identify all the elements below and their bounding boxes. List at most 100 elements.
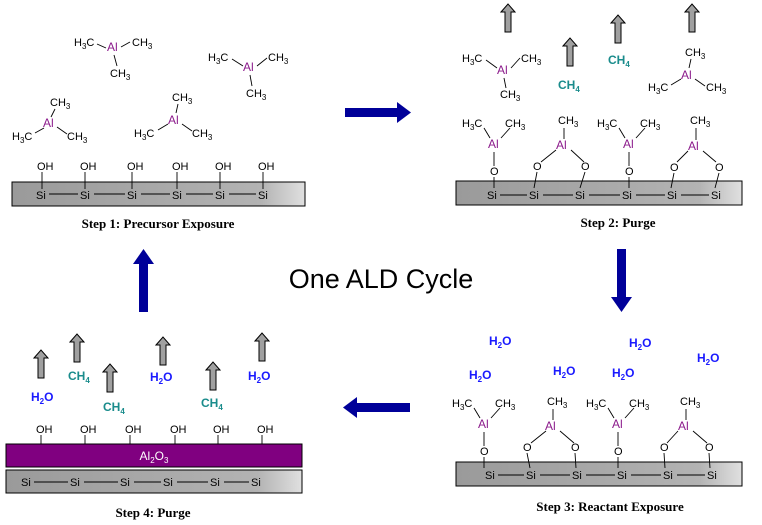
gas-escape-arrows bbox=[499, 3, 701, 67]
svg-text:O: O bbox=[625, 166, 634, 178]
svg-text:OH: OH bbox=[258, 161, 275, 173]
svg-text:OH: OH bbox=[257, 424, 274, 436]
tma-molecule: Al H3C CH3 CH3 bbox=[208, 52, 289, 102]
svg-text:CH3: CH3 bbox=[495, 398, 516, 412]
svg-text:OH: OH bbox=[215, 161, 232, 173]
si-chain: Si Si Si Si Si Si bbox=[21, 477, 261, 489]
si-chain: Si Si Si Si Si Si bbox=[36, 190, 268, 202]
svg-text:Si: Si bbox=[172, 190, 182, 202]
water-label: H2O bbox=[469, 368, 491, 384]
hydroxyl-groups: OH OH OH OH OH OH bbox=[36, 424, 274, 444]
svg-text:Si: Si bbox=[529, 190, 539, 202]
step-2-label: Step 2: Purge bbox=[580, 215, 655, 230]
svg-text:OH: OH bbox=[37, 161, 54, 173]
svg-text:OH: OH bbox=[127, 161, 144, 173]
water-label: H2O bbox=[612, 366, 634, 382]
svg-text:OH: OH bbox=[125, 424, 142, 436]
svg-text:OH: OH bbox=[36, 424, 53, 436]
svg-text:OH: OH bbox=[80, 424, 97, 436]
svg-text:CH3: CH3 bbox=[629, 398, 650, 412]
svg-text:Si: Si bbox=[487, 190, 497, 202]
svg-text:CH3: CH3 bbox=[110, 68, 131, 82]
step-4-label: Step 4: Purge bbox=[115, 505, 190, 520]
tma-molecule: Al CH3 H3C CH3 bbox=[648, 47, 727, 96]
svg-text:Si: Si bbox=[572, 470, 582, 482]
cycle-arrow-left bbox=[343, 397, 410, 418]
svg-text:Si: Si bbox=[485, 470, 495, 482]
si-chain: Si Si Si Si Si Si bbox=[485, 470, 717, 482]
svg-text:CH3: CH3 bbox=[246, 88, 267, 102]
svg-text:H3C: H3C bbox=[12, 131, 32, 145]
svg-text:OH: OH bbox=[170, 424, 187, 436]
water-label: H2O bbox=[150, 370, 172, 386]
svg-text:Si: Si bbox=[215, 190, 225, 202]
svg-text:Si: Si bbox=[707, 470, 717, 482]
svg-text:Si: Si bbox=[36, 190, 46, 202]
svg-text:Si: Si bbox=[21, 477, 31, 489]
svg-text:O: O bbox=[480, 446, 489, 458]
svg-text:O: O bbox=[581, 161, 590, 173]
svg-text:CH3: CH3 bbox=[706, 82, 727, 96]
svg-text:H3C: H3C bbox=[452, 398, 472, 412]
svg-text:H3C: H3C bbox=[134, 128, 154, 142]
svg-text:O: O bbox=[533, 161, 542, 173]
step-2-panel: Al H3C CH3 CH3 CH4 CH4 Al CH3 H3C CH3 bbox=[455, 3, 743, 206]
cycle-arrow-down bbox=[611, 249, 632, 312]
methane-label: CH4 bbox=[608, 53, 630, 69]
svg-text:CH3: CH3 bbox=[505, 118, 526, 132]
svg-text:O: O bbox=[523, 442, 532, 454]
water-label: H2O bbox=[629, 336, 651, 352]
tma-molecule: Al H3C CH3 CH3 bbox=[462, 53, 542, 103]
silicon-substrate bbox=[5, 469, 303, 494]
svg-text:Al: Al bbox=[488, 137, 499, 151]
cycle-title: One ALD Cycle bbox=[289, 264, 474, 294]
svg-text:Al: Al bbox=[545, 419, 556, 433]
step-3-panel: H2O H2O H2O H2O H2O H2O Si Si Si Si Si S… bbox=[452, 334, 743, 487]
water-label: H2O bbox=[697, 351, 719, 367]
cycle-arrow-right bbox=[345, 102, 411, 123]
methane-label: CH4 bbox=[558, 78, 580, 94]
svg-text:CH3: CH3 bbox=[690, 115, 711, 129]
svg-text:CH3: CH3 bbox=[172, 92, 193, 106]
svg-text:H3C: H3C bbox=[74, 37, 94, 51]
svg-text:CH3: CH3 bbox=[558, 115, 579, 129]
svg-text:Al: Al bbox=[43, 116, 54, 130]
gas-escape-arrows bbox=[32, 332, 271, 393]
svg-text:CH3: CH3 bbox=[50, 97, 71, 111]
svg-text:Al: Al bbox=[688, 139, 699, 153]
svg-text:O: O bbox=[571, 442, 580, 454]
svg-text:O: O bbox=[490, 166, 499, 178]
surface-species: O Al H3C CH3 Al CH3 O O O Al H3C CH3 bbox=[462, 115, 724, 189]
methane-label: CH4 bbox=[103, 400, 125, 416]
svg-text:Si: Si bbox=[617, 470, 627, 482]
svg-text:O: O bbox=[614, 446, 623, 458]
svg-text:Si: Si bbox=[251, 477, 261, 489]
svg-text:CH3: CH3 bbox=[268, 52, 289, 66]
svg-text:Al: Al bbox=[678, 419, 689, 433]
silicon-substrate bbox=[455, 461, 743, 487]
svg-text:CH3: CH3 bbox=[192, 128, 213, 142]
svg-text:O: O bbox=[705, 442, 714, 454]
hydroxyl-groups: OH OH OH OH OH OH bbox=[37, 161, 275, 189]
step-3-label: Step 3: Reactant Exposure bbox=[536, 499, 684, 514]
svg-text:Al: Al bbox=[107, 40, 118, 54]
svg-text:H3C: H3C bbox=[586, 398, 606, 412]
svg-text:OH: OH bbox=[213, 424, 230, 436]
svg-text:CH3: CH3 bbox=[680, 396, 701, 410]
alumina-label: Al2O3 bbox=[140, 449, 169, 465]
si-chain: Si Si Si Si Si Si bbox=[487, 190, 721, 202]
tma-molecule: Al CH3 H3C CH3 bbox=[134, 92, 213, 142]
svg-text:Si: Si bbox=[70, 477, 80, 489]
surface-species: O Al H3C CH3 Al CH3 O O O Al H3C CH3 bbox=[452, 396, 714, 469]
water-label: H2O bbox=[31, 390, 53, 406]
svg-text:Si: Si bbox=[80, 190, 90, 202]
tma-molecule: Al H3C CH3 CH3 bbox=[74, 37, 153, 82]
svg-text:H3C: H3C bbox=[462, 118, 482, 132]
silicon-substrate bbox=[455, 180, 743, 206]
svg-text:CH3: CH3 bbox=[521, 53, 542, 67]
step-4-panel: CH4 CH4 CH4 H2O H2O H2O OH OH OH OH OH O… bbox=[5, 332, 303, 494]
svg-text:Si: Si bbox=[120, 477, 130, 489]
alumina-layer bbox=[5, 443, 303, 468]
svg-text:OH: OH bbox=[172, 161, 189, 173]
